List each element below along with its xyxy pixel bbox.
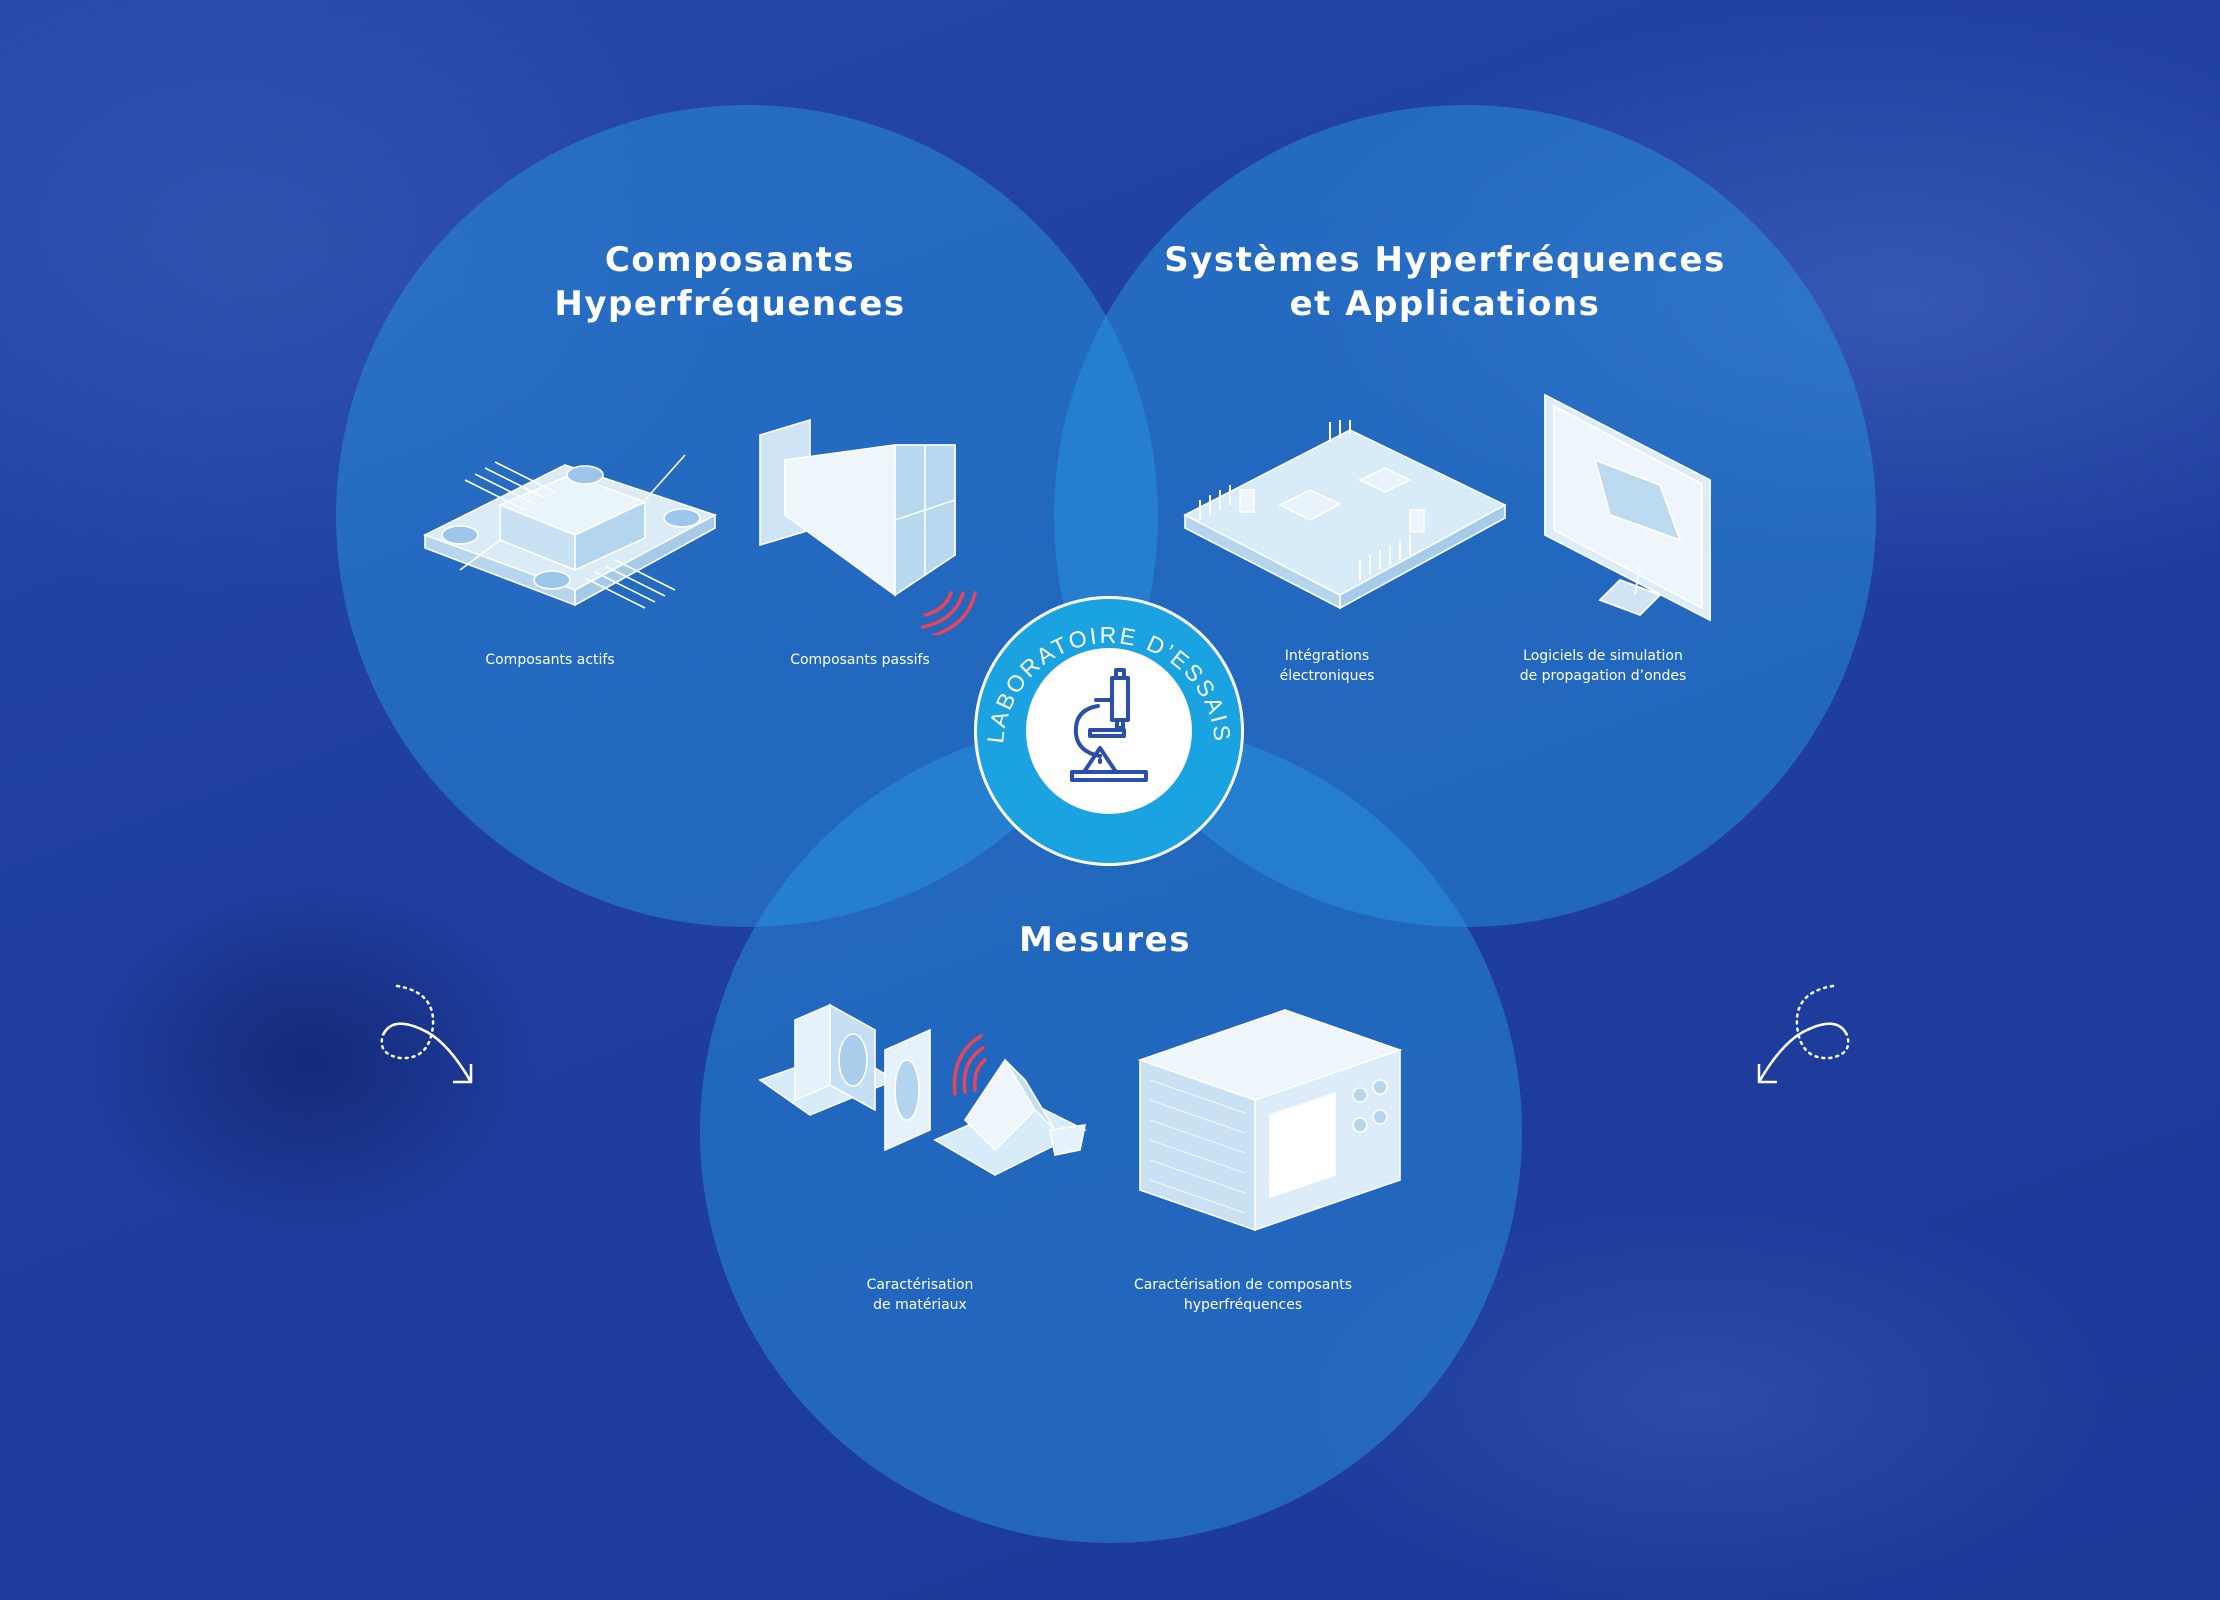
curved-arrow-right-icon (380, 984, 473, 1084)
pcb-board-illustration (1183, 420, 1507, 610)
material-characterization-illustration (758, 1003, 1087, 1176)
label-logiciels: Logiciels de simulation de propagation d… (1463, 646, 1743, 686)
label-composants-actifs: Composants actifs (485, 652, 615, 668)
title-composants-line2: Hyperfréquences (554, 284, 906, 324)
label-caracterisation-materiaux: Caractérisation de matériaux (800, 1275, 1040, 1315)
title-composants: Composants Hyperfréquences (530, 238, 930, 326)
label-integrations-line1: Intégrations (1284, 648, 1370, 664)
label-logiciels-line1: Logiciels de simulation (1523, 648, 1683, 664)
spectrum-analyzer-illustration (1137, 1009, 1403, 1232)
label-caracterisation-composants: Caractérisation de composants hyperfréqu… (1103, 1275, 1383, 1315)
label-integrations-line2: électroniques (1279, 668, 1375, 684)
simulation-monitor-illustration (1544, 393, 1711, 622)
label-composants-passifs: Composants passifs (790, 652, 930, 668)
label-composants-line1: Caractérisation de composants (1133, 1277, 1353, 1293)
title-mesures: Mesures (1019, 920, 1191, 960)
microscope-icon (1070, 668, 1148, 782)
label-materiaux-line1: Caractérisation (866, 1277, 974, 1293)
label-composants-line2: hyperfréquences (1183, 1297, 1303, 1313)
label-integrations: Intégrations électroniques (1207, 646, 1447, 686)
title-systemes-line1: Systèmes Hyperfréquences (1164, 240, 1726, 280)
active-component-illustration (422, 454, 718, 609)
center-badge: LABORATOIRE D’ESSAIS (974, 596, 1244, 866)
badge-inner-circle (1026, 648, 1192, 814)
label-materiaux-line2: de matériaux (873, 1297, 967, 1313)
title-composants-line1: Composants (604, 240, 856, 280)
horn-antenna-illustration (759, 418, 977, 635)
label-logiciels-line2: de propagation d’ondes (1519, 668, 1687, 684)
title-systemes-line2: et Applications (1289, 284, 1601, 324)
curved-arrow-left-icon (1757, 984, 1850, 1084)
title-systemes: Systèmes Hyperfréquences et Applications (1145, 238, 1745, 326)
